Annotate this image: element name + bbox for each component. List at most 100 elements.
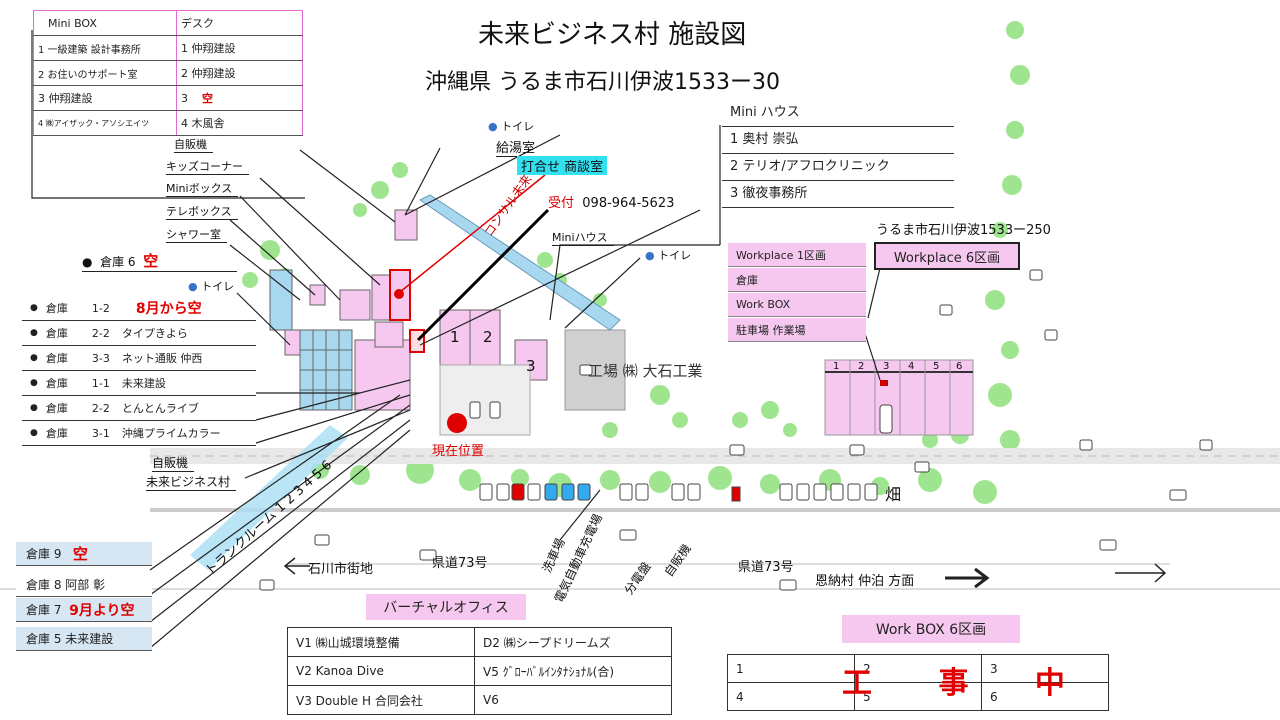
direction-label: 恩納村 仲泊 方面 — [815, 574, 915, 589]
reception-line — [416, 208, 550, 342]
address: 沖縄県 うるま市石川伊波1533ー30 — [425, 70, 780, 95]
office-cell: V3 Double H 合同会社 — [287, 685, 475, 715]
table-row: 4 5 6 — [727, 682, 1109, 711]
column-header: Mini BOX — [33, 10, 177, 36]
workplace-6-label: Workplace 6区画 — [874, 242, 1020, 270]
bullet-icon: ● — [30, 328, 38, 338]
toilet-label-3: ● トイレ — [188, 280, 235, 293]
virtual-office-table: V1 ㈱山城環境整備 D2 ㈱シープドリームズ V2 Kanoa Dive V5… — [287, 627, 672, 715]
building-2-label: 2 — [483, 328, 493, 346]
warehouse-7-row: 倉庫 7 9月より空 — [16, 598, 152, 622]
desk-cell: 3 空 — [176, 85, 303, 111]
vacant-status: 8月から空 — [135, 301, 202, 317]
desk-number: 3 — [181, 92, 188, 105]
mini-house-list: Mini ハウス 1 奥村 崇弘 2 テリオ/アフロクリニック 3 徹夜事務所 — [722, 102, 954, 208]
workbox-cell: 1 — [727, 654, 855, 683]
warehouse-9-row: 倉庫 9 空 — [16, 542, 152, 566]
shower-label: シャワー室 — [166, 226, 227, 243]
column-header: デスク — [176, 10, 303, 36]
reception-marker — [394, 289, 404, 299]
ishikawa-label: 石川市街地 — [308, 562, 374, 577]
parking-number: 4 — [908, 361, 915, 372]
building-3-label: 3 — [526, 357, 536, 375]
parking-work-item: 駐車場 作業場 — [728, 318, 866, 342]
village-label: 未来ビジネス村 — [146, 473, 237, 491]
address-2: うるま市石川伊波1533ー250 — [876, 223, 1051, 238]
building-1-label: 1 — [450, 328, 460, 346]
workplace-1-item: Workplace 1区画 — [728, 243, 866, 267]
toilet-label-2: ● トイレ — [645, 249, 692, 262]
table-row: V2 Kanoa Dive V5 ｸﾞﾛｰﾊﾞﾙｲﾝﾀﾅｼｮﾅﾙ(合) — [287, 656, 672, 686]
kids-corner-label: キッズコーナー — [166, 158, 249, 175]
minihouse-label: Miniハウス — [552, 229, 614, 246]
vending-label: 自販機 — [174, 136, 213, 153]
reception-label: 受付 098-964-5623 — [548, 196, 675, 211]
warehouse-8-row: 倉庫 8 阿部 彰 — [16, 573, 152, 597]
current-location-marker — [447, 413, 467, 433]
warehouse-item: 倉庫 — [728, 268, 866, 292]
toilet-dot-icon: ● — [488, 120, 498, 133]
desk-cell: 2 仲翔建設 — [176, 60, 303, 86]
office-cell: V6 — [474, 685, 672, 715]
desk-cell: 4 木風舎 — [176, 110, 303, 136]
office-cell: V2 Kanoa Dive — [287, 656, 475, 686]
mini-box-cell: 4 ㈱アイザック・アソシエイツ — [33, 110, 177, 136]
table-row: V3 Double H 合同会社 V6 — [287, 685, 672, 715]
mini-house-header: Mini ハウス — [722, 102, 954, 127]
bullet-icon: ● — [30, 378, 38, 388]
page-title: 未来ビジネス村 施設図 — [478, 20, 747, 50]
telebox-label: テレボックス — [166, 203, 238, 220]
parking-number: 2 — [858, 361, 865, 372]
minibox-label: Miniボックス — [166, 180, 239, 197]
route-73-label-2: 県道73号 — [738, 560, 794, 575]
meeting-room-label: 打合せ 商談室 — [517, 156, 608, 175]
buildings — [269, 209, 974, 436]
toilet-dot-icon: ● — [188, 280, 198, 293]
trunk-room-strip — [190, 425, 348, 570]
office-cell: V1 ㈱山城環境整備 — [287, 627, 475, 657]
workbox-cell: 4 — [727, 682, 855, 711]
list-item: 3 徹夜事務所 — [722, 181, 954, 208]
toilet-dot-icon: ● — [645, 249, 655, 262]
bullet-icon: ● — [30, 353, 38, 363]
table-row: 2 お住いのサポート室 2 仲翔建設 — [33, 60, 303, 86]
under-construction-label: 工 事 中 — [842, 666, 1093, 701]
toilet-label: ● トイレ — [488, 120, 535, 133]
workbox-item: Work BOX — [728, 293, 866, 317]
workbox-cell: 6 — [981, 682, 1109, 711]
mini-box-cell: 3 仲翔建設 — [33, 85, 177, 111]
mini-box-cell: 1 一級建築 設計事務所 — [33, 35, 177, 61]
warehouse-6-label: ● 倉庫 6 空 — [82, 250, 237, 272]
parking-number: 1 — [833, 361, 840, 372]
virtual-office-title: バーチャルオフィス — [366, 594, 526, 620]
kyuto-label: 給湯室 — [496, 137, 542, 157]
walkway — [419, 194, 621, 331]
parking-number: 6 — [956, 361, 963, 372]
current-location-label: 現在位置 — [432, 444, 485, 459]
bullet-icon: ● — [30, 403, 38, 413]
parked-cars — [259, 269, 1213, 591]
table-row: 4 ㈱アイザック・アソシエイツ 4 木風舎 — [33, 110, 303, 136]
route-73-label: 県道73号 — [432, 556, 488, 571]
road-arrows — [283, 557, 1167, 589]
table-header-row: Mini BOX デスク — [33, 10, 303, 36]
office-cell: V5 ｸﾞﾛｰﾊﾞﾙｲﾝﾀﾅｼｮﾅﾙ(合) — [474, 656, 672, 686]
table-row: V1 ㈱山城環境整備 D2 ㈱シープドリームズ — [287, 627, 672, 657]
factory-label: 工場 ㈱ 大石工業 — [588, 362, 703, 380]
connector-lines — [31, 30, 881, 649]
table-row: 1 一級建築 設計事務所 1 仲翔建設 — [33, 35, 303, 61]
parking-number: 3 — [883, 361, 890, 372]
list-item: 1 奥村 崇弘 — [722, 127, 954, 154]
roads — [0, 448, 1280, 590]
bullet-icon: ● — [30, 303, 38, 313]
meeting-line — [399, 174, 546, 293]
bullet-icon: ● — [30, 428, 38, 438]
mini-box-desk-table: Mini BOX デスク 1 一級建築 設計事務所 1 仲翔建設 2 お住いのサ… — [33, 10, 303, 136]
